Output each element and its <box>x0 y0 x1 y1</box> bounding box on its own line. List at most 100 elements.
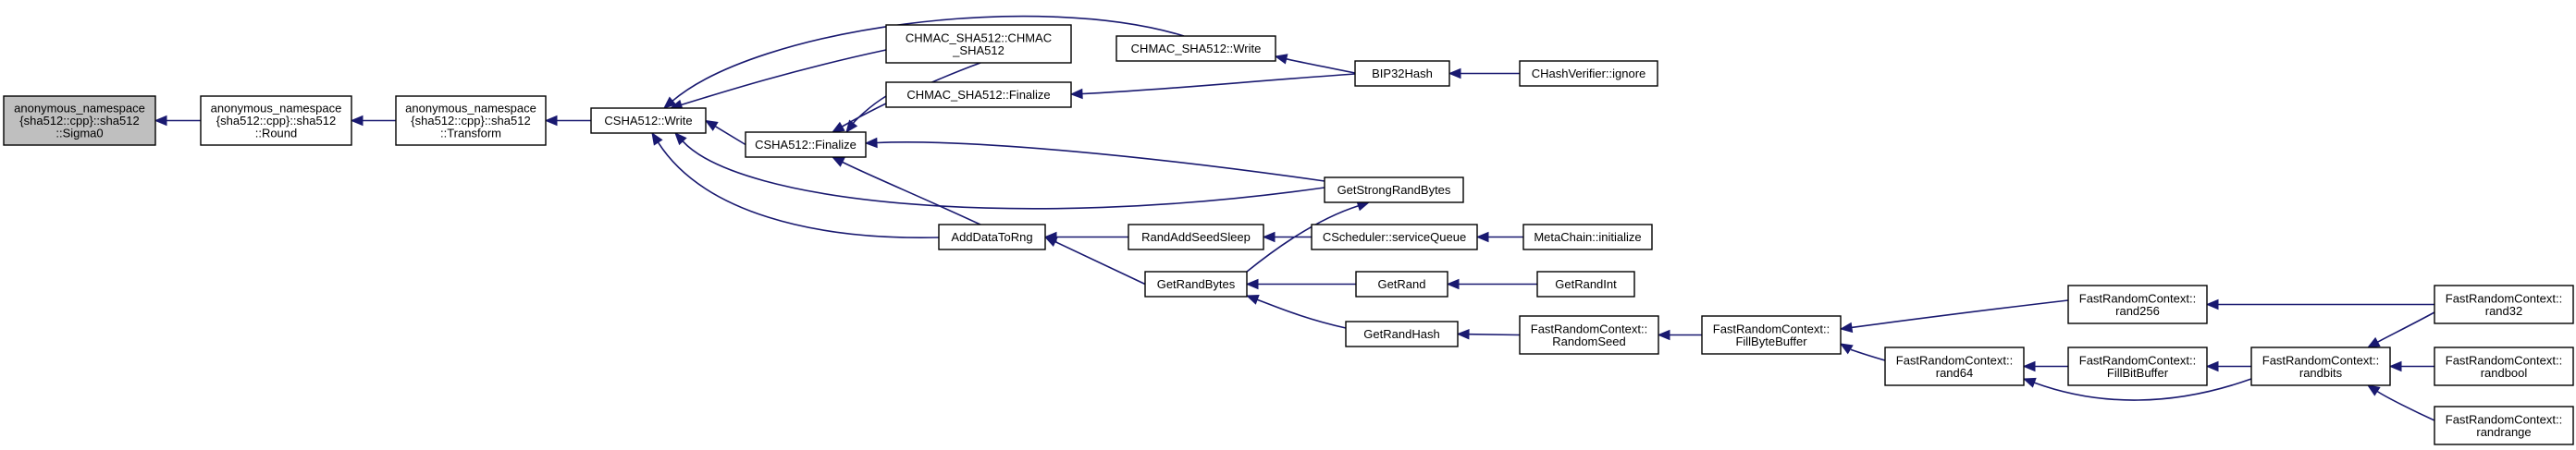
node-rand32[interactable]: FastRandomContext::rand32 <box>2434 285 2574 324</box>
node-round[interactable]: anonymous_namespace{sha512::cpp}::sha512… <box>200 95 352 146</box>
node-label-line: RandAddSeedSleep <box>1141 230 1251 244</box>
edge-arrowhead <box>544 115 558 127</box>
node-hmacfinalize[interactable]: CHMAC_SHA512::Finalize <box>885 81 1072 108</box>
node-box <box>2434 347 2574 386</box>
edge-arrowhead <box>1448 67 1461 79</box>
node-box <box>2067 285 2208 324</box>
node-rand64[interactable]: FastRandomContext::rand64 <box>1884 347 2025 386</box>
edge-randrange-to-randbits <box>2366 384 2435 421</box>
node-randbool[interactable]: FastRandomContext::randbool <box>2434 347 2574 386</box>
node-label-line: anonymous_namespace <box>211 102 342 116</box>
node-box <box>2067 347 2208 386</box>
node-randbits[interactable]: FastRandomContext::randbits <box>2250 347 2391 386</box>
node-label-line: CHMAC_SHA512::Write <box>1131 42 1262 55</box>
node-rand256[interactable]: FastRandomContext::rand256 <box>2067 285 2208 324</box>
node-csha512write[interactable]: CSHA512::Write <box>590 107 707 134</box>
edge-line <box>714 126 746 146</box>
node-label-line: CHMAC_SHA512::Finalize <box>906 88 1050 102</box>
node-label-line: {sha512::cpp}::sha512 <box>411 114 530 128</box>
node-box <box>1355 271 1448 298</box>
edge-randomseed-to-getrandhash <box>1456 328 1521 340</box>
node-getrand[interactable]: GetRand <box>1355 271 1448 298</box>
edge-line <box>1286 58 1356 74</box>
nodes-layer: anonymous_namespace{sha512::cpp}::sha512… <box>3 24 2574 445</box>
edge-arrowhead <box>651 131 663 146</box>
node-label-line: CHashVerifier::ignore <box>1532 67 1646 80</box>
node-label-line: _SHA512 <box>952 43 1005 57</box>
node-box <box>938 224 1046 250</box>
node-label-line: ::Round <box>255 127 298 140</box>
node-label-line: AddDataToRng <box>951 230 1032 244</box>
edge-randbits-to-rand64 <box>2022 377 2252 401</box>
node-getstrongrandbytes[interactable]: GetStrongRandBytes <box>1324 176 1464 203</box>
edge-line <box>2377 311 2435 343</box>
node-box <box>1522 224 1653 250</box>
edge-line <box>672 15 1185 102</box>
edge-fillbytebuffer-to-randomseed <box>1657 329 1702 341</box>
edge-getstrongrandbytes-to-csha512finalize <box>864 137 1325 182</box>
node-hmacctor[interactable]: CHMAC_SHA512::CHMAC_SHA512 <box>885 24 1072 64</box>
node-randomseed[interactable]: FastRandomContext::RandomSeed <box>1519 315 1659 355</box>
node-label-line: {sha512::cpp}::sha512 <box>19 114 139 128</box>
node-label-line: CHMAC_SHA512::CHMAC <box>906 30 1052 44</box>
node-hashverifier[interactable]: CHashVerifier::ignore <box>1519 60 1658 87</box>
edge-csha512finalize-to-csha512write <box>704 119 746 146</box>
edge-adddatatorng-to-csha512finalize <box>831 156 981 225</box>
edge-arrowhead <box>2366 384 2381 396</box>
node-label-line: FastRandomContext:: <box>2446 353 2562 367</box>
edge-arrowhead <box>2366 336 2381 348</box>
node-label-line: rand64 <box>1936 366 1973 380</box>
edge-adddatatorng-to-csha512write <box>651 131 940 238</box>
edge-rand64-to-fillbytebuffer <box>1839 343 1886 361</box>
node-box <box>1519 60 1658 87</box>
node-label-line: RandomSeed <box>1552 334 1626 348</box>
edges-layer <box>154 15 2435 421</box>
node-label-line: FastRandomContext:: <box>1713 322 1830 335</box>
edge-line <box>1849 348 1886 361</box>
node-label-line: FillByteBuffer <box>1735 334 1807 348</box>
edge-randaddseedsleep-to-adddatatorng <box>1043 231 1128 243</box>
edge-getrandhash-to-getrandbytes <box>1245 294 1347 329</box>
node-fillbitbuffer[interactable]: FastRandomContext::FillBitBuffer <box>2067 347 2208 386</box>
node-label-line: FillBitBuffer <box>2107 366 2169 380</box>
node-label-line: MetaChain::initialize <box>1534 230 1641 244</box>
node-adddatatorng[interactable]: AddDataToRng <box>938 224 1046 250</box>
node-metachain[interactable]: MetaChain::initialize <box>1522 224 1653 250</box>
node-hmacwrite[interactable]: CHMAC_SHA512::Write <box>1115 35 1276 62</box>
node-getrandint[interactable]: GetRandInt <box>1536 271 1635 298</box>
edge-arrowhead <box>2388 360 2402 372</box>
node-label-line: FastRandomContext:: <box>1896 353 2013 367</box>
node-getrandhash[interactable]: GetRandHash <box>1345 321 1459 347</box>
edge-bip32hash-to-hmacfinalize <box>1069 73 1356 100</box>
node-transform[interactable]: anonymous_namespace{sha512::cpp}::sha512… <box>395 95 547 146</box>
node-label-line: CScheduler::serviceQueue <box>1323 230 1466 244</box>
node-randaddseedsleep[interactable]: RandAddSeedSleep <box>1128 224 1264 250</box>
node-label-line: GetRandBytes <box>1157 277 1236 291</box>
node-getrandbytes[interactable]: GetRandBytes <box>1144 271 1248 298</box>
edge-arrowhead <box>831 121 845 133</box>
node-box <box>1536 271 1635 298</box>
edge-rand32-to-randbits <box>2366 311 2435 348</box>
node-csha512finalize[interactable]: CSHA512::Finalize <box>745 131 867 158</box>
edge-line <box>681 49 887 106</box>
node-label-line: CSHA512::Finalize <box>755 138 857 152</box>
node-label-line: rand256 <box>2115 304 2160 318</box>
node-bip32hash[interactable]: BIP32Hash <box>1354 60 1450 87</box>
node-box <box>885 81 1072 108</box>
node-label-line: FastRandomContext:: <box>2079 353 2196 367</box>
edge-rand256-to-fillbytebuffer <box>1839 299 2069 334</box>
edge-line <box>1256 298 1347 329</box>
node-randrange[interactable]: FastRandomContext::randrange <box>2434 406 2574 445</box>
edge-randbool-to-randbits <box>2388 360 2434 372</box>
edge-csha512write-to-transform <box>544 115 591 127</box>
node-box <box>885 24 1072 64</box>
node-fillbytebuffer[interactable]: FastRandomContext::FillByteBuffer <box>1701 315 1842 355</box>
edge-line <box>682 140 1325 210</box>
edge-arrowhead <box>2022 377 2037 388</box>
edge-servicequeue-to-randaddseedsleep <box>1262 231 1312 243</box>
node-box <box>3 95 156 146</box>
edge-metachain-to-servicequeue <box>1475 231 1523 243</box>
node-label-line: FastRandomContext:: <box>2446 412 2562 426</box>
node-servicequeue[interactable]: CScheduler::serviceQueue <box>1311 224 1478 250</box>
